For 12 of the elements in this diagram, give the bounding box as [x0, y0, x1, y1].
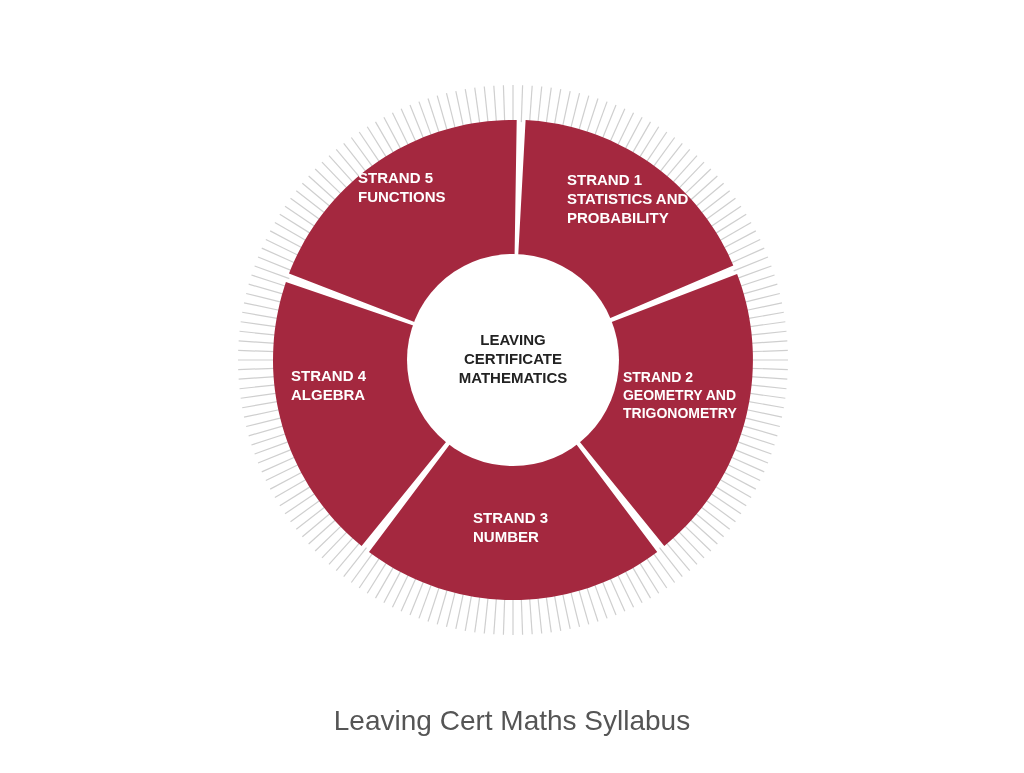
segment-title: GEOMETRY AND TRIGONOMETRY — [623, 386, 738, 422]
segment-heading: STRAND 1 — [567, 170, 642, 189]
segment-heading: STRAND 2 — [623, 368, 693, 386]
segment-title: FUNCTIONS — [358, 187, 446, 206]
segment-heading: STRAND 3 — [473, 508, 548, 527]
segment-heading: STRAND 5 — [358, 168, 433, 187]
caption: Leaving Cert Maths Syllabus — [333, 705, 691, 736]
segment-heading: STRAND 4 — [291, 366, 366, 385]
segment-title: NUMBER — [473, 527, 539, 546]
center-title: LEAVING CERTIFICATE MATHEMATICS — [457, 330, 569, 387]
segment-title: STATISTICS AND PROBABILITY — [567, 189, 690, 227]
segment-title: ALGEBRA — [291, 385, 366, 404]
